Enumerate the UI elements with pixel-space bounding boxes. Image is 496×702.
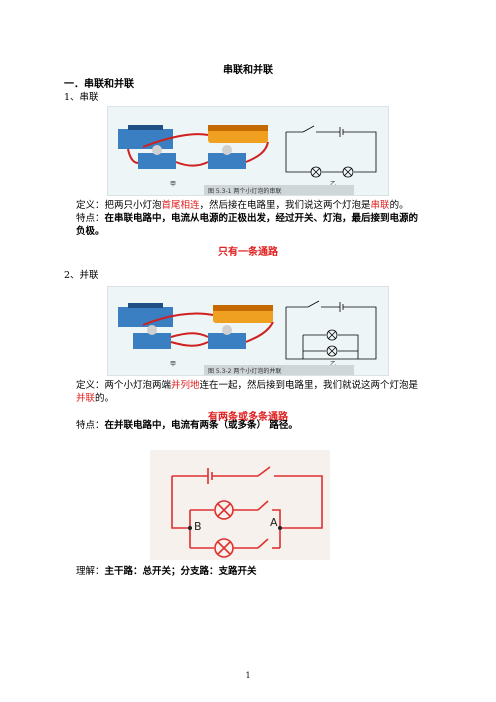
parallel-feature: 特点：在并联电路中，电流有两条（或多条） 路径。	[76, 420, 298, 431]
parallel-note: 有两条或多条通路	[208, 412, 288, 423]
series-note: 只有一条通路	[218, 247, 278, 258]
parallel-heading: 2、并联	[64, 270, 99, 281]
series-feature: 特点：在串联电路中，电流从电源的正极出发，经过开关、灯泡，最后接到电源的负极。	[76, 213, 419, 237]
understanding: 理解：主干路：总开关；分支路：支路开关	[76, 566, 257, 577]
lamp-holder-right	[208, 153, 246, 169]
series-figure: 甲 乙 图 5.3-1 两个小灯泡的串联	[107, 106, 389, 196]
figure-label-b: 乙	[330, 179, 336, 188]
parallel-definition: 定义：两个小灯泡两端并列地连在一起，然后接到电路里，我们就说这两个灯泡是并联的。	[76, 380, 419, 404]
series-heading: 1、串联	[64, 92, 99, 103]
figure-caption: 图 5.3-1 两个小灯泡的串联	[208, 188, 282, 195]
lamp-holder-right	[208, 333, 246, 349]
page-title: 串联和并联	[223, 65, 273, 76]
series-schematic	[285, 125, 377, 178]
series-circuit-illustration	[118, 125, 377, 178]
figure-label-a: 甲	[170, 361, 177, 368]
lamp-holder-left	[138, 153, 176, 169]
page-number: 1	[245, 671, 251, 680]
series-definition: 定义：把两只小灯泡首尾相连，然后接在电路里，我们说这两个灯泡是串联的。	[76, 200, 409, 211]
node-b-label: B	[194, 520, 202, 533]
node-a-label: A	[270, 516, 278, 529]
lamp-holder-left	[133, 333, 171, 349]
figure-caption: 图 5.3-2 两个小灯泡的并联	[208, 368, 282, 375]
figure-label-b: 乙	[330, 359, 336, 368]
parallel-schematic	[285, 300, 377, 360]
switch-base	[118, 307, 173, 327]
section-heading: 一．串联和并联	[64, 79, 134, 90]
figure-label-a: 甲	[170, 181, 177, 188]
switch-base	[118, 129, 173, 149]
parallel-diagram: B A	[150, 450, 330, 560]
red-parallel-circuit	[171, 466, 323, 558]
parallel-figure: 甲 乙 图 5.3-2 两个小灯泡的并联	[107, 286, 389, 376]
parallel-circuit-illustration	[118, 300, 377, 360]
